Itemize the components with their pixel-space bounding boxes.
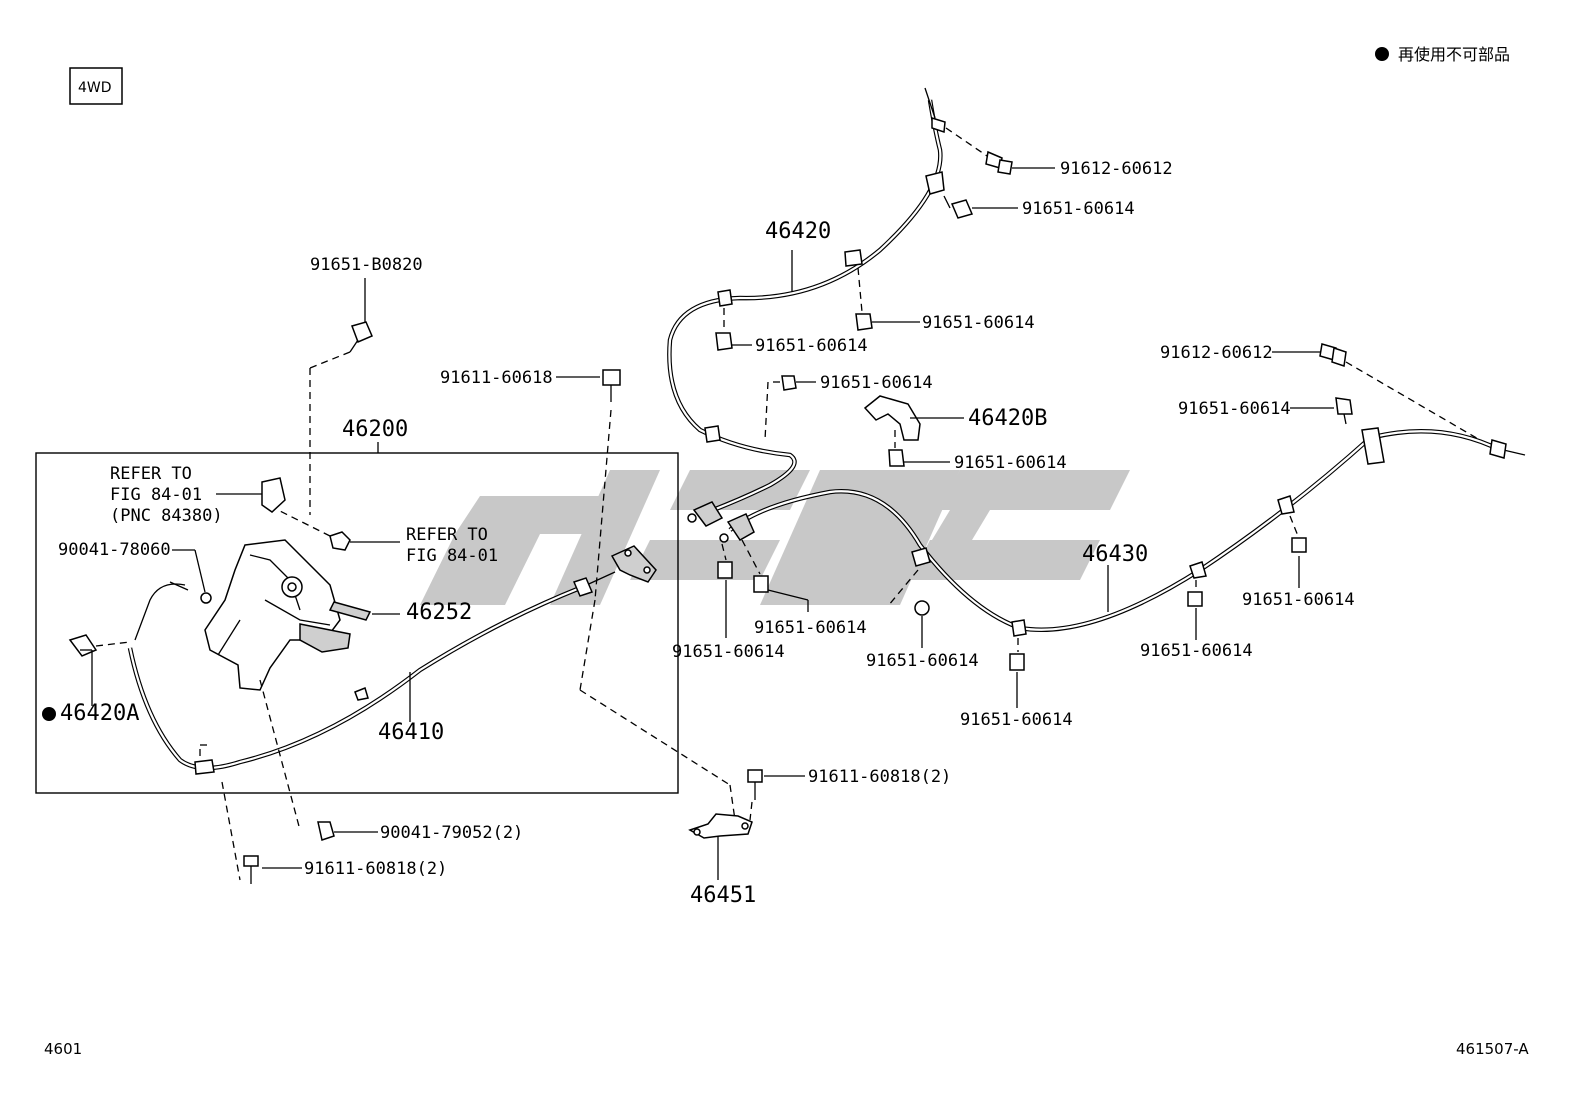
label-91611-60618: 91611-60618 (440, 368, 553, 388)
refer-label-1b: FIG 84-01 (110, 485, 202, 505)
refer-label-1a: REFER TO (110, 464, 192, 484)
label-91651-60614-j: 91651-60614 (866, 651, 979, 671)
legend-bullet-icon (1375, 47, 1389, 61)
variant-label: 4WD (78, 80, 112, 96)
label-46420: 46420 (765, 219, 831, 244)
pedal-assembly (204, 539, 351, 691)
label-91651-60614-k: 91651-60614 (754, 618, 867, 638)
label-91651-60614-d: 91651-60614 (820, 373, 933, 393)
assembly-46200-frame (35, 452, 679, 794)
label-46420a: 46420A (60, 701, 139, 726)
refer-label-1c: (PNC 84380) (110, 506, 223, 526)
label-91651-60614-a: 91651-60614 (1022, 199, 1135, 219)
footer-right: 461507-A (1456, 1040, 1529, 1058)
label-91651-b0820: 91651-B0820 (310, 255, 423, 275)
label-91651-60614-f: 91651-60614 (1178, 399, 1291, 419)
label-46420b: 46420B (968, 406, 1047, 431)
label-46451: 46451 (690, 883, 756, 908)
refer-label-2b: FIG 84-01 (406, 546, 498, 566)
label-46252: 46252 (406, 600, 472, 625)
refer-label-2a: REFER TO (406, 525, 488, 545)
variant-box (69, 67, 123, 105)
label-91651-60614-b: 91651-60614 (922, 313, 1035, 333)
label-91651-60614-c: 91651-60614 (755, 336, 868, 356)
label-46430: 46430 (1082, 542, 1148, 567)
label-91651-60614-e: 91651-60614 (954, 453, 1067, 473)
label-90041-78060: 90041-78060 (58, 540, 171, 560)
label-46200: 46200 (342, 417, 408, 442)
label-91651-60614-i: 91651-60614 (960, 710, 1073, 730)
footer-left: 4601 (44, 1040, 82, 1058)
label-91612-60612-right: 91612-60612 (1160, 343, 1273, 363)
label-90041-79052: 90041-79052(2) (380, 823, 523, 843)
legend-text: 再使用不可部品 (1398, 45, 1510, 64)
not-reusable-bullet-icon (42, 707, 56, 721)
label-91611-60818-right: 91611-60818(2) (808, 767, 951, 787)
label-91651-60614-h: 91651-60614 (1140, 641, 1253, 661)
label-46410: 46410 (378, 720, 444, 745)
label-91612-60612-top: 91612-60612 (1060, 159, 1173, 179)
label-91651-60614-g: 91651-60614 (1242, 590, 1355, 610)
watermark-logo (420, 470, 1130, 605)
label-91651-60614-l: 91651-60614 (672, 642, 785, 662)
label-91611-60818-left: 91611-60818(2) (304, 859, 447, 879)
